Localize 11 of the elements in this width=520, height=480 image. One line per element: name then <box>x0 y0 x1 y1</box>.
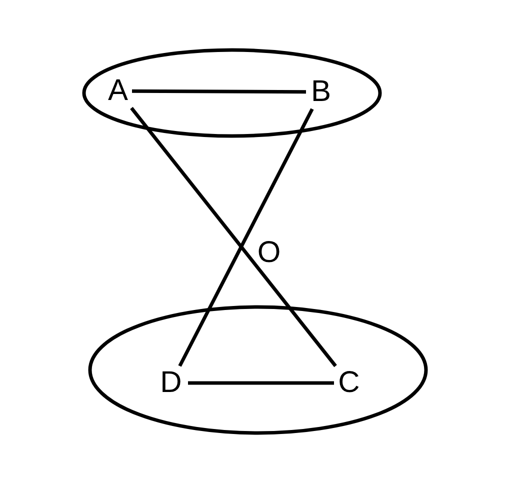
line-segment <box>178 108 314 367</box>
line-segment <box>132 89 306 94</box>
plane-ellipse <box>88 305 428 435</box>
point-label: D <box>156 368 186 398</box>
point-label: A <box>106 76 130 106</box>
point-label: C <box>336 368 362 398</box>
line-segment <box>188 381 334 385</box>
line-segment <box>130 106 337 368</box>
point-label: O <box>256 238 282 270</box>
point-label: B <box>308 77 334 107</box>
plane-ellipse <box>82 48 382 138</box>
